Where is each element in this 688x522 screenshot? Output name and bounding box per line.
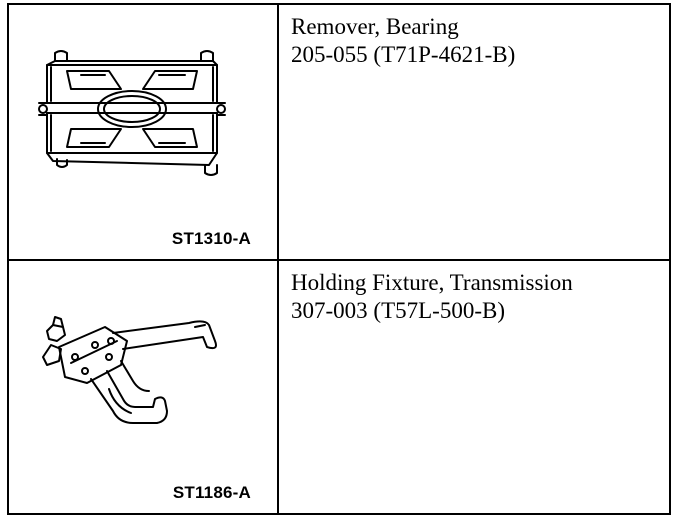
image-code-label: ST1186-A — [172, 483, 251, 502]
special-tools-table: ST1310-A Remover, Bearing 205-055 (T71P-… — [7, 3, 671, 515]
image-code-label: ST1310-A — [171, 229, 251, 248]
tool-illustration-cell: ST1310-A — [7, 3, 279, 261]
tool-name: Remover, Bearing — [291, 14, 459, 39]
tool-description-cell: Holding Fixture, Transmission 307-003 (T… — [277, 259, 671, 515]
tool-description-cell: Remover, Bearing 205-055 (T71P-4621-B) — [277, 3, 671, 261]
tool-illustration-cell: ST1186-A — [7, 259, 279, 515]
tool-row: ST1310-A Remover, Bearing 205-055 (T71P-… — [7, 3, 671, 261]
transmission-holding-fixture-icon — [42, 316, 217, 424]
tool-row: ST1186-A Holding Fixture, Transmission 3… — [7, 259, 671, 515]
tool-part-number: 307-003 (T57L-500-B) — [291, 298, 505, 323]
tool-part-number: 205-055 (T71P-4621-B) — [291, 42, 516, 67]
bearing-remover-icon — [38, 50, 226, 176]
tool-name: Holding Fixture, Transmission — [291, 270, 573, 295]
